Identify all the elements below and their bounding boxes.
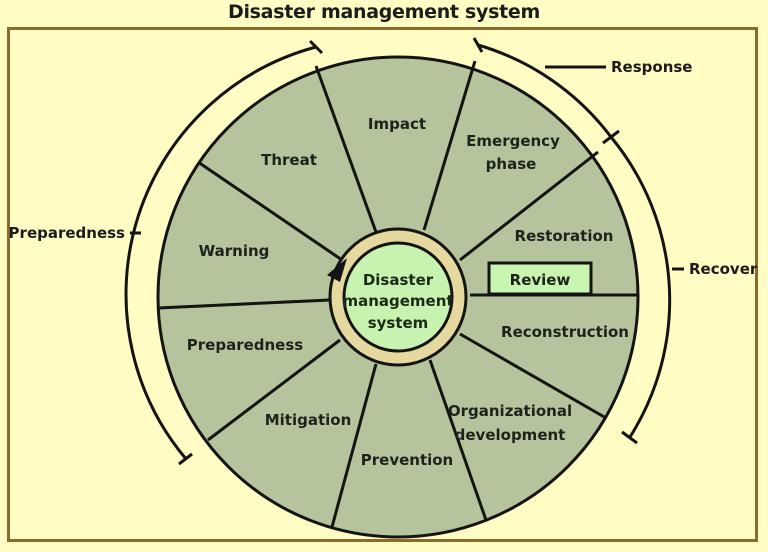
center-circle <box>342 241 454 353</box>
center-label-line1: Disaster <box>363 271 434 289</box>
segment-emergency-phase-line1: Emergency <box>466 132 560 150</box>
segment-mitigation: Mitigation <box>265 411 352 429</box>
response-bracket <box>477 43 613 138</box>
segment-prevention: Prevention <box>361 451 454 469</box>
segment-warning: Warning <box>199 242 270 260</box>
phase-preparedness-label: Preparedness <box>9 224 126 242</box>
recover-bracket <box>609 136 672 438</box>
center-label-line3: system <box>368 314 429 332</box>
segment-restoration: Restoration <box>515 227 614 245</box>
diagram-frame <box>7 27 758 542</box>
review-box: Review <box>487 261 593 296</box>
review-label: Review <box>510 271 571 289</box>
segment-emergency-phase-line2: phase <box>486 155 537 173</box>
segment-organizational-development-line2: development <box>455 426 566 444</box>
segment-organizational-development-line1: Organizational <box>448 402 572 420</box>
preparedness-bracket <box>124 45 317 460</box>
phase-response-label: Response <box>611 58 692 76</box>
segment-threat: Threat <box>261 151 317 169</box>
diagram-title: Disaster management system <box>227 1 540 23</box>
segment-reconstruction: Reconstruction <box>501 323 629 341</box>
segment-dividers <box>157 60 638 528</box>
segment-preparedness: Preparedness <box>187 336 304 354</box>
segment-impact: Impact <box>368 115 426 133</box>
center-label-line2: management <box>342 292 453 310</box>
cycle-arrow-icon <box>327 258 347 282</box>
phase-brackets <box>124 37 684 466</box>
phase-recover-label: Recover <box>689 260 758 278</box>
